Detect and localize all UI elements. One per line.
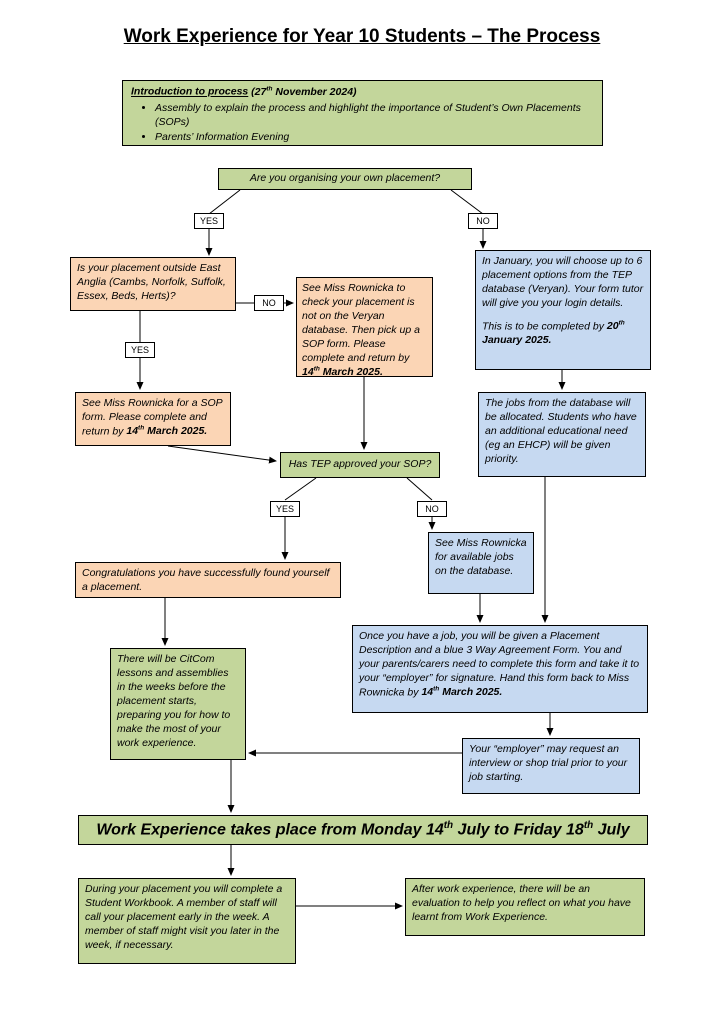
label-yes-own-placement: YES	[194, 213, 224, 229]
tep-choose-para2: This is to be completed by 20th January …	[482, 319, 625, 347]
label-no-own-placement: NO	[468, 213, 498, 229]
box-veryan-check: See Miss Rownicka to check your placemen…	[296, 277, 433, 379]
box-tep-choose: In January, you will choose up to 6 plac…	[475, 250, 651, 370]
box-citcom-lessons: There will be CitCom lessons and assembl…	[110, 648, 246, 760]
banner-work-experience-dates: Work Experience takes place from Monday …	[78, 815, 648, 845]
label-no-approved: NO	[417, 501, 447, 517]
box-jobs-allocated: The jobs from the database will be alloc…	[478, 392, 646, 477]
sop-form-text: See Miss Rownicka for a SOP form. Please…	[82, 397, 223, 438]
box-three-way-agreement: Once you have a job, you will be given a…	[352, 625, 648, 713]
label-yes-approved: YES	[270, 501, 300, 517]
intro-box: Introduction to process (27th November 2…	[122, 80, 603, 146]
intro-heading: Introduction to process	[131, 85, 249, 98]
intro-bullet: Assembly to explain the process and high…	[155, 102, 594, 130]
intro-bullet: Parents’ Information Evening	[155, 131, 594, 145]
box-outside-east-anglia: Is your placement outside East Anglia (C…	[70, 257, 236, 311]
intro-heading-line: Introduction to process (27th November 2…	[131, 85, 594, 99]
page-title: Work Experience for Year 10 Students – T…	[123, 26, 601, 47]
box-evaluation: After work experience, there will be an …	[405, 878, 645, 936]
label-no-outside: NO	[254, 295, 284, 311]
question-own-placement: Are you organising your own placement?	[218, 168, 472, 190]
intro-date: (27th November 2024)	[248, 85, 357, 98]
intro-bullet-list: Assembly to explain the process and high…	[155, 102, 594, 145]
box-student-workbook: During your placement you will complete …	[78, 878, 296, 964]
box-congratulations: Congratulations you have successfully fo…	[75, 562, 341, 598]
box-sop-form: See Miss Rownicka for a SOP form. Please…	[75, 392, 231, 446]
three-way-text: Once you have a job, you will be given a…	[359, 630, 640, 699]
box-employer-interview: Your “employer” may request an interview…	[462, 738, 640, 794]
question-tep-approved: Has TEP approved your SOP?	[280, 452, 440, 478]
tep-choose-para1: In January, you will choose up to 6 plac…	[482, 255, 644, 309]
veryan-check-text: See Miss Rownicka to check your placemen…	[302, 282, 420, 379]
box-available-jobs: See Miss Rownicka for available jobs on …	[428, 532, 534, 594]
label-yes-outside: YES	[125, 342, 155, 358]
banner-text: Work Experience takes place from Monday …	[96, 820, 630, 839]
